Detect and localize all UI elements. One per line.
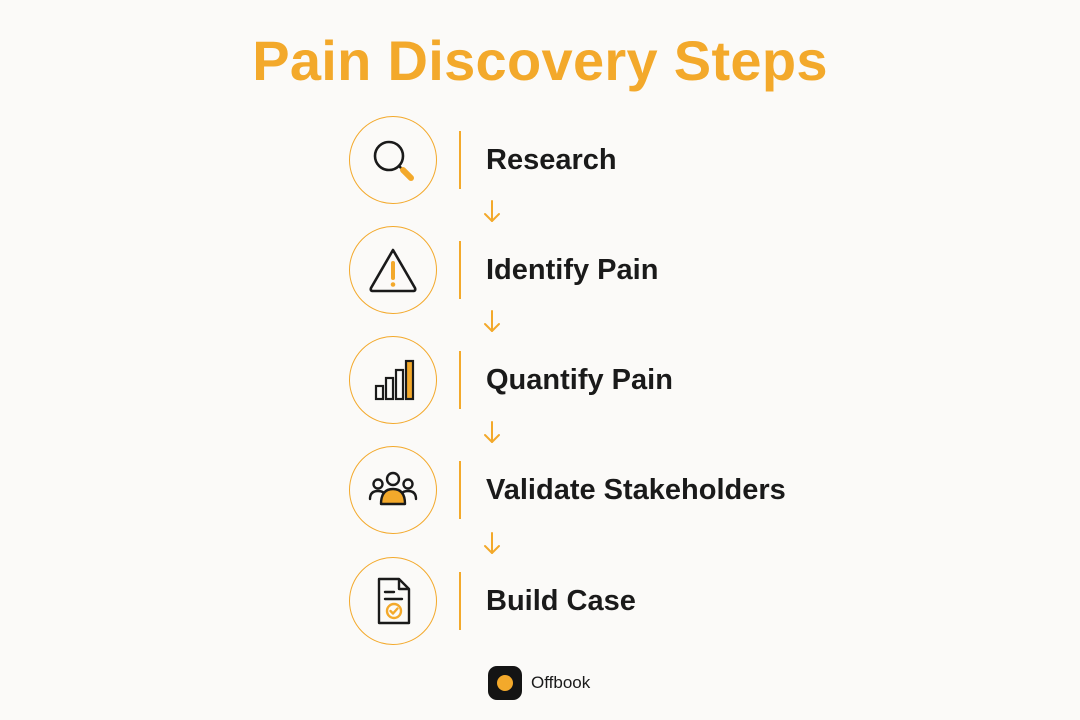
step-divider [459, 461, 461, 519]
brand-logo-dot [497, 675, 513, 691]
brand-name: Offbook [531, 673, 591, 692]
down-arrow-icon [484, 421, 500, 443]
bar-chart-icon [374, 359, 415, 401]
step-label: Research [486, 143, 617, 176]
step-icon-circle [349, 446, 437, 534]
step-research: Research [349, 116, 969, 208]
people-group-icon [368, 471, 418, 506]
step-divider [459, 241, 461, 299]
step-build-case: Build Case [349, 557, 969, 649]
step-icon-circle [349, 557, 437, 645]
step-icon-circle [349, 116, 437, 204]
step-divider [459, 572, 461, 630]
document-check-icon [377, 577, 411, 625]
step-divider [459, 351, 461, 409]
diagram-title: Pain Discovery Steps [252, 29, 828, 92]
step-icon-circle [349, 226, 437, 314]
step-quantify-pain: Quantify Pain [349, 336, 969, 428]
down-arrow-icon [484, 200, 500, 222]
offbook-logo-icon [488, 666, 522, 700]
step-icon-circle [349, 336, 437, 424]
down-arrow-icon [484, 310, 500, 332]
step-label: Quantify Pain [486, 363, 673, 396]
magnifying-glass-icon [373, 140, 414, 181]
step-validate-stakeholders: Validate Stakeholders [349, 446, 969, 538]
step-identify-pain: Identify Pain [349, 226, 969, 318]
step-label: Build Case [486, 584, 636, 617]
step-divider [459, 131, 461, 189]
warning-triangle-icon [369, 248, 417, 293]
down-arrow-icon [484, 532, 500, 554]
brand-footer: Offbook [488, 666, 590, 700]
step-label: Identify Pain [486, 253, 659, 286]
step-label: Validate Stakeholders [486, 473, 786, 506]
